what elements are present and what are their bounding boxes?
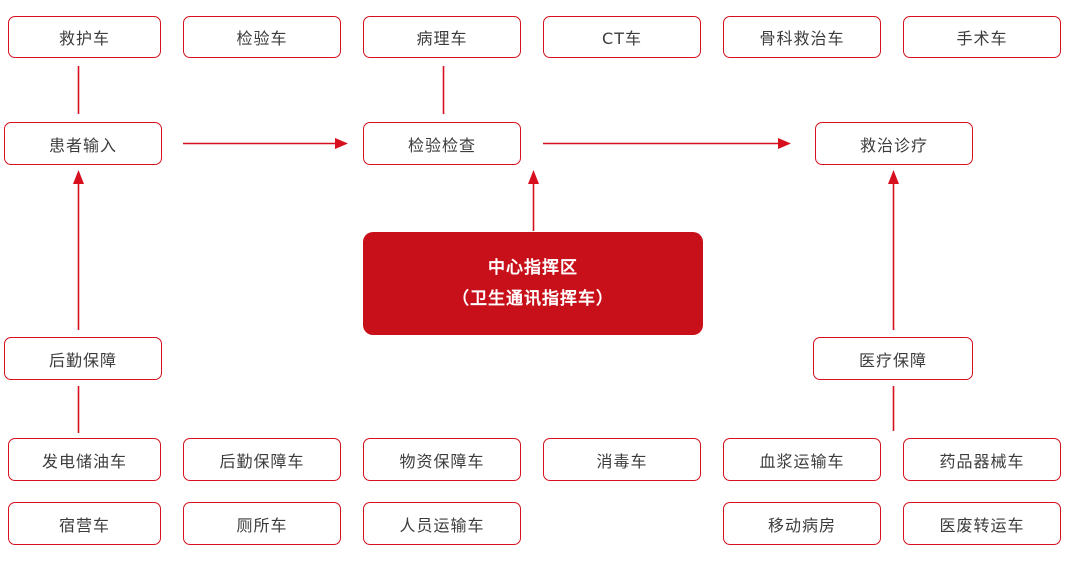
patient-input-box: 患者输入 [4,122,162,165]
toilet-vehicle-box: 厕所车 [183,502,341,545]
surgery-vehicle-box: 手术车 [903,16,1061,58]
arrowhead-up-patient-input [73,170,84,184]
supplies-support-vehicle-box: 物资保障车 [363,438,521,481]
central-command-title: 中心指挥区 [488,257,578,278]
arrowhead-up-treatment [888,170,899,184]
plasma-transport-vehicle-box: 血浆运输车 [723,438,881,481]
ct-vehicle-box: CT车 [543,16,701,58]
medicine-equipment-vehicle-box: 药品器械车 [903,438,1061,481]
arrowhead-right-examination [335,138,348,149]
medical-waste-transfer-vehicle-box: 医废转运车 [903,502,1061,545]
examination-box: 检验检查 [363,122,521,165]
ambulance-box: 救护车 [8,16,161,58]
treatment-box: 救治诊疗 [815,122,973,165]
camping-vehicle-box: 宿营车 [8,502,161,545]
personnel-transport-vehicle-box: 人员运输车 [363,502,521,545]
arrowhead-up-examination [528,170,539,184]
generator-oil-storage-vehicle-box: 发电储油车 [8,438,161,481]
central-command-box: 中心指挥区 （卫生通讯指挥车） [363,232,703,335]
central-command-subtitle: （卫生通讯指挥车） [452,288,614,309]
medical-support-box: 医疗保障 [813,337,973,380]
pathology-vehicle-box: 病理车 [363,16,521,58]
disinfection-vehicle-box: 消毒车 [543,438,701,481]
lab-test-vehicle-box: 检验车 [183,16,341,58]
logistics-support-box: 后勤保障 [4,337,162,380]
logistics-support-vehicle-box: 后勤保障车 [183,438,341,481]
arrowhead-right-treatment [778,138,791,149]
mobile-ward-box: 移动病房 [723,502,881,545]
orthopedic-rescue-vehicle-box: 骨科救治车 [723,16,881,58]
